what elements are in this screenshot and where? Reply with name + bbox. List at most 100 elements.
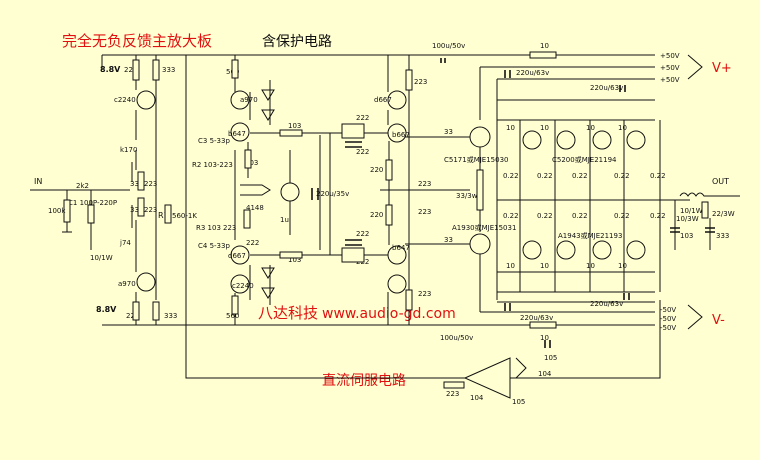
cap-100u50v-bot: 100u/50v bbox=[440, 334, 473, 342]
cap-220u63v-a: 220u/63v bbox=[516, 69, 549, 77]
cap-104-a: 104 bbox=[538, 370, 552, 378]
servo-title: 直流伺服电路 bbox=[322, 372, 406, 389]
cap-220u63v-d: 220u/63v bbox=[590, 300, 623, 308]
res-2k2: 2k2 bbox=[76, 182, 89, 190]
label-a970-bot: a970 bbox=[118, 280, 136, 288]
output-label: OUT bbox=[712, 177, 729, 186]
res-220-b: 220 bbox=[370, 211, 383, 219]
res-022-top-2: 0.22 bbox=[537, 172, 553, 180]
vplus-label: V+ bbox=[712, 61, 732, 76]
transistor-out-bot-4 bbox=[626, 240, 646, 260]
cap-100u50v-top: 100u/50v bbox=[432, 42, 465, 50]
res-10-out-bot-1: 10 bbox=[506, 262, 515, 270]
res-r3: R3 103 bbox=[196, 224, 221, 232]
res-10-out-bot-2: 10 bbox=[540, 262, 549, 270]
cap-1u: 1u bbox=[280, 216, 289, 224]
transistor-out-top-1 bbox=[522, 130, 542, 150]
output-row-bot: 0.22 0.22 0.22 0.22 0.22 10 10 10 10 bbox=[503, 212, 666, 270]
res-022-bot-1: 0.22 bbox=[503, 212, 519, 220]
sub-title: 含保护电路 bbox=[262, 34, 332, 50]
website-url: www.audio-gd.com bbox=[322, 306, 456, 322]
res-223-mid: 223 bbox=[223, 224, 236, 232]
rail-label-neg-2: -50V bbox=[660, 315, 676, 323]
cap-220u63v-c: 220u/63v bbox=[520, 314, 553, 322]
vminus-label: V- bbox=[712, 313, 725, 328]
transistor-bias bbox=[280, 182, 300, 202]
cap-333-out: 333 bbox=[716, 232, 729, 240]
transistor-out-top-2 bbox=[556, 130, 576, 150]
res-33-3w: 33/3w bbox=[456, 192, 478, 200]
res-10-top: 10 bbox=[540, 42, 549, 50]
res-223-pr1: 223 bbox=[414, 78, 427, 86]
transistor-c5171 bbox=[469, 126, 491, 148]
rail-label-neg-3: -50V bbox=[660, 324, 676, 332]
res-022-bot-5: 0.22 bbox=[650, 212, 666, 220]
rail-label-pos-3: +50V bbox=[660, 76, 680, 84]
res-022-top-4: 0.22 bbox=[614, 172, 630, 180]
label-d667-bot: d667 bbox=[228, 252, 246, 260]
res-223-up: 223 bbox=[144, 180, 157, 188]
res-223-pr3: 223 bbox=[418, 208, 431, 216]
output-row-top: 10 10 10 10 0.22 0.22 0.22 0.22 0.22 bbox=[503, 124, 666, 180]
cap-c4: C4 5-33p bbox=[198, 242, 230, 250]
res-222-mid: 222 bbox=[246, 239, 259, 247]
transistor-a970-bot bbox=[136, 272, 156, 292]
res-223-servo: 223 bbox=[446, 390, 459, 398]
res-10-out-bot-4: 10 bbox=[618, 262, 627, 270]
cap-103-out: 103 bbox=[680, 232, 693, 240]
diode-4148: 4148 bbox=[246, 204, 264, 212]
res-222-pr-b: 222 bbox=[356, 148, 369, 156]
cap-220u63v-b: 220u/63v bbox=[590, 84, 623, 92]
res-223-pr2: 223 bbox=[418, 180, 431, 188]
res-33-drv-top: 33 bbox=[444, 128, 453, 136]
res-022-bot-2: 0.22 bbox=[537, 212, 553, 220]
input-label: IN bbox=[34, 177, 42, 186]
res-022-bot-4: 0.22 bbox=[614, 212, 630, 220]
main-title: 完全无负反馈主放大板 bbox=[62, 32, 212, 50]
res-022-top-5: 0.22 bbox=[650, 172, 666, 180]
transistor-c2240-bot bbox=[230, 274, 250, 294]
res-223-dn: 223 bbox=[144, 206, 157, 214]
transistor-d667-pr bbox=[387, 90, 407, 110]
rail-label-pos-1: +50V bbox=[660, 52, 680, 60]
transistor-pr-bot bbox=[387, 274, 407, 294]
res-103-b: 103 bbox=[245, 159, 258, 167]
res-10-out-top-1: 10 bbox=[506, 124, 515, 132]
res-22-3w: 22/3W bbox=[712, 210, 735, 218]
label-b647-top: b647 bbox=[228, 130, 246, 138]
transistor-out-bot-1 bbox=[522, 240, 542, 260]
res-33-up: 33 bbox=[130, 180, 139, 188]
transistor-c2240-top bbox=[136, 90, 156, 110]
res-222-pr-a: 222 bbox=[356, 114, 369, 122]
rail-label-pos-2: +50V bbox=[660, 64, 680, 72]
res-100k: 100k bbox=[48, 207, 66, 215]
transistor-d667-bot bbox=[230, 245, 250, 265]
res-222-pr-c: 222 bbox=[356, 230, 369, 238]
transistor-out-bot-3 bbox=[592, 240, 612, 260]
label-b667-pr: b667 bbox=[392, 131, 410, 139]
cap-c1: C1 100P-220P bbox=[68, 199, 117, 207]
cap-105-a: 105 bbox=[544, 354, 557, 362]
res-222-tl: 222 bbox=[124, 66, 137, 74]
cap-220u35v: 220u/35v bbox=[316, 190, 349, 198]
res-333-tl: 333 bbox=[162, 66, 175, 74]
res-10-1w-out: 10/1W bbox=[680, 207, 703, 215]
res-022-bot-3: 0.22 bbox=[572, 212, 588, 220]
label-k170: k170 bbox=[120, 146, 137, 154]
bias-voltage-top: 8.8V bbox=[100, 65, 121, 74]
transistor-out-top-3 bbox=[592, 130, 612, 150]
res-10-out-top-4: 10 bbox=[618, 124, 627, 132]
cap-c3: C3 5-33p bbox=[198, 137, 230, 145]
label-c2240-bot: c2240 bbox=[232, 282, 254, 290]
res-333-bl: 333 bbox=[164, 312, 177, 320]
res-33-dn: 33 bbox=[130, 206, 139, 214]
label-r1: R1 bbox=[158, 211, 169, 220]
res-10-bot: 10 bbox=[540, 334, 549, 342]
label-a970-top: a970 bbox=[240, 96, 258, 104]
res-560-1k: 560-1K bbox=[172, 212, 197, 220]
label-c5171: C5171或MJE15030 bbox=[444, 155, 509, 164]
rail-label-neg-1: -50V bbox=[660, 306, 676, 314]
res-223-pr4: 223 bbox=[418, 290, 431, 298]
res-103-c: 103 bbox=[288, 256, 301, 264]
cap-105-servo: 105 bbox=[512, 398, 525, 406]
